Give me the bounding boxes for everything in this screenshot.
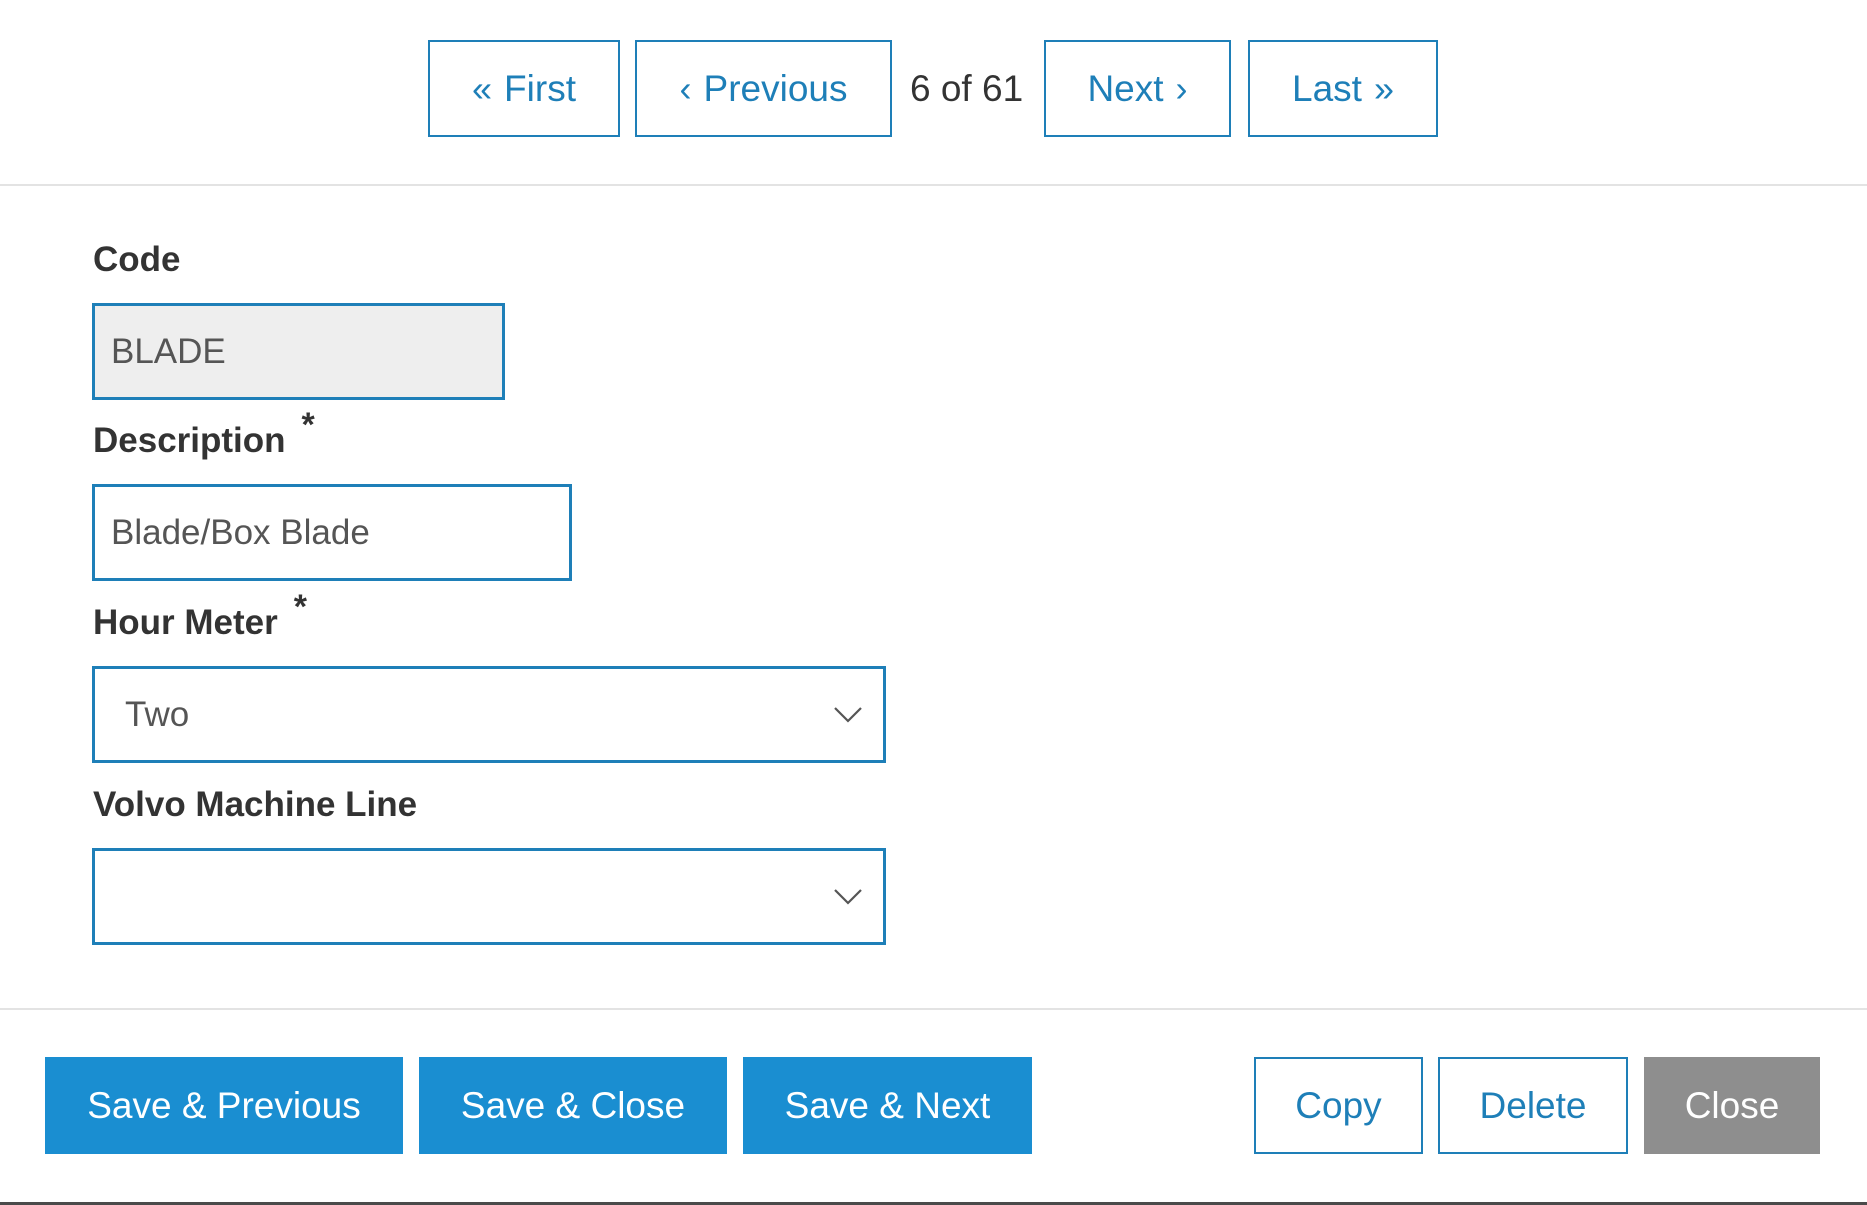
code-input[interactable]: [92, 303, 505, 400]
hour-meter-label-text: Hour Meter: [93, 603, 278, 642]
code-label: Code: [93, 240, 181, 280]
hour-meter-selected-value: Two: [125, 694, 190, 734]
close-button[interactable]: Close: [1644, 1057, 1820, 1154]
delete-button[interactable]: Delete: [1438, 1057, 1628, 1154]
save-next-button[interactable]: Save & Next: [743, 1057, 1032, 1154]
copy-button[interactable]: Copy: [1254, 1057, 1423, 1154]
double-chevron-left-icon: «: [472, 67, 493, 109]
chevron-down-icon: [834, 707, 862, 723]
record-pager: « First ‹ Previous 6 of 61 Next › Last »: [0, 40, 1867, 137]
volvo-machine-line-label-text: Volvo Machine Line: [93, 785, 418, 824]
chevron-down-icon: [834, 889, 862, 905]
code-label-text: Code: [93, 240, 181, 279]
first-button-label: First: [504, 67, 576, 109]
description-label-text: Description: [93, 421, 286, 460]
required-asterisk: *: [293, 588, 307, 626]
footer-divider: [0, 1008, 1867, 1010]
record-position: 6 of 61: [910, 67, 1024, 109]
last-button-label: Last: [1292, 67, 1362, 109]
last-button[interactable]: Last »: [1248, 40, 1438, 137]
double-chevron-right-icon: »: [1373, 67, 1394, 109]
description-input[interactable]: [92, 484, 572, 581]
hour-meter-select[interactable]: Two: [92, 666, 886, 763]
previous-button[interactable]: ‹ Previous: [635, 40, 892, 137]
first-button[interactable]: « First: [428, 40, 620, 137]
previous-button-label: Previous: [703, 67, 848, 109]
header-divider: [0, 184, 1867, 186]
save-close-button[interactable]: Save & Close: [419, 1057, 727, 1154]
hour-meter-label: Hour Meter *: [93, 588, 307, 643]
chevron-right-icon: ›: [1175, 67, 1188, 109]
next-button[interactable]: Next ›: [1044, 40, 1231, 137]
chevron-left-icon: ‹: [679, 67, 692, 109]
volvo-machine-line-select[interactable]: [92, 848, 886, 945]
next-button-label: Next: [1087, 67, 1164, 109]
save-previous-button[interactable]: Save & Previous: [45, 1057, 403, 1154]
description-label: Description *: [93, 406, 315, 461]
required-asterisk: *: [301, 406, 315, 444]
volvo-machine-line-label: Volvo Machine Line: [93, 785, 417, 825]
